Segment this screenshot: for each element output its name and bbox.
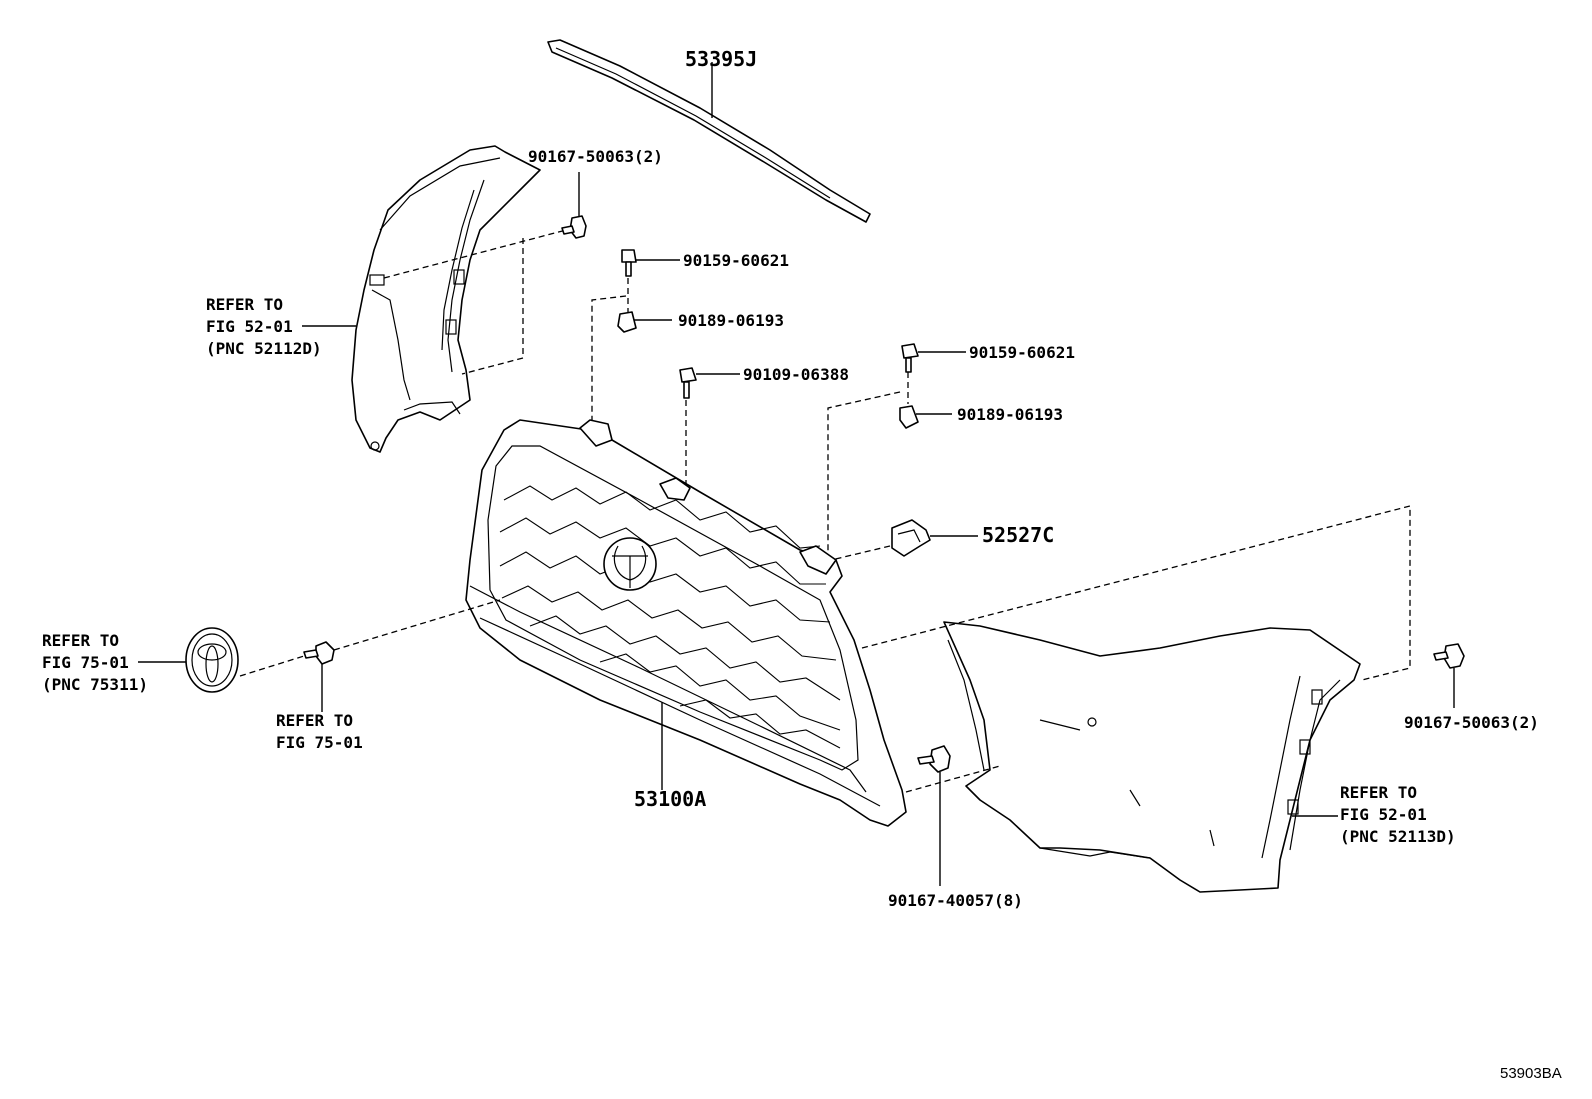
emblem-refer-note[interactable]: REFER TO FIG 75-01 (PNC 75311) — [42, 631, 148, 694]
bolt-right-part[interactable] — [901, 343, 919, 373]
upper-molding-part[interactable] — [547, 39, 871, 223]
bolt-left-part[interactable] — [621, 249, 637, 277]
left-cover-refer-line2: FIG 52-01 — [206, 317, 293, 336]
right-grille-cover-part[interactable] — [943, 621, 1361, 893]
screw-bottom-part-number[interactable]: 90167-40057(8) — [888, 891, 1023, 910]
emblem-dashed-line — [239, 599, 501, 677]
left-cover-dashed-line — [383, 229, 567, 279]
right-cover-refer-line2: FIG 52-01 — [1340, 805, 1427, 824]
left-cover-refer-line1: REFER TO — [206, 295, 283, 314]
emblem-refer-line3: (PNC 75311) — [42, 675, 148, 694]
left-cover-dashed-line-2 — [461, 238, 524, 375]
toyota-emblem-part[interactable] — [185, 627, 239, 693]
bracket-part-number[interactable]: 52527C — [982, 523, 1054, 547]
nut-left-part-number[interactable]: 90189-06193 — [678, 311, 784, 330]
bolt-right-part-number[interactable]: 90159-60621 — [969, 343, 1075, 362]
emblem-clip-refer-line1: REFER TO — [276, 711, 353, 730]
emblem-clip-part[interactable] — [303, 641, 335, 665]
grille-right-tab-dashed-line — [827, 391, 901, 560]
left-cover-refer-line3: (PNC 52112D) — [206, 339, 322, 358]
right-cover-refer-line1: REFER TO — [1340, 783, 1417, 802]
screw-bottom-part[interactable] — [917, 745, 951, 773]
screw-top-left-part[interactable] — [561, 215, 587, 239]
emblem-refer-line2: FIG 75-01 — [42, 653, 129, 672]
right-cover-dashed-line — [861, 505, 1411, 681]
radiator-grille-part[interactable] — [465, 419, 907, 827]
molding-part-number[interactable]: 53395J — [685, 47, 757, 71]
left-cover-refer-note[interactable]: REFER TO FIG 52-01 (PNC 52112D) — [206, 295, 322, 358]
grille-part-number[interactable]: 53100A — [634, 787, 706, 811]
bracket-part[interactable] — [891, 519, 931, 557]
bolt-left-part-number[interactable]: 90159-60621 — [683, 251, 789, 270]
right-cover-refer-line3: (PNC 52113D) — [1340, 827, 1456, 846]
emblem-clip-refer-line2: FIG 75-01 — [276, 733, 363, 752]
bolt-center-part-number[interactable]: 90109-06388 — [743, 365, 849, 384]
figure-code: 53903BA — [1500, 1065, 1562, 1082]
nut-right-part-number[interactable]: 90189-06193 — [957, 405, 1063, 424]
bolt-center-part[interactable] — [679, 367, 697, 399]
right-cover-dashed-line-2 — [905, 765, 1001, 793]
screw-right-part-number[interactable]: 90167-50063(2) — [1404, 713, 1539, 732]
left-grille-cover-part[interactable] — [351, 145, 541, 453]
emblem-refer-line1: REFER TO — [42, 631, 119, 650]
nut-right-part[interactable] — [899, 405, 919, 429]
nut-left-part[interactable] — [617, 311, 637, 333]
screw-right-part[interactable] — [1433, 643, 1465, 669]
right-cover-refer-note[interactable]: REFER TO FIG 52-01 (PNC 52113D) — [1340, 783, 1456, 846]
emblem-clip-refer-note[interactable]: REFER TO FIG 75-01 — [276, 711, 363, 752]
grille-left-tab-dashed-line — [591, 295, 627, 420]
screw-top-left-part-number[interactable]: 90167-50063(2) — [528, 147, 663, 166]
